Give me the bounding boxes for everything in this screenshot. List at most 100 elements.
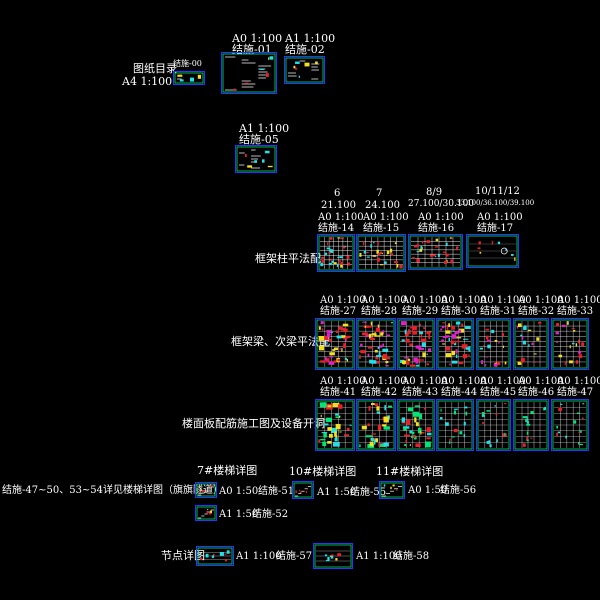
- sheet-44-label: 结施-44: [441, 387, 478, 398]
- row-column-plans-title: 框架柱平法配: [255, 252, 321, 265]
- sheet-43-label: 结施-43: [402, 387, 439, 398]
- sheet-28-thumb[interactable]: [356, 318, 396, 370]
- sheet-52-label: 结施-52: [252, 509, 289, 520]
- sheet-14-scale: A0 1:100: [318, 212, 364, 223]
- sheet-01-scale: A0 1:100: [232, 32, 283, 45]
- sheet-44-scale: A0 1:100: [441, 376, 487, 387]
- sheet-33-thumb[interactable]: [551, 318, 589, 370]
- sheet-28-scale: A0 1:100: [361, 295, 407, 306]
- sheet-drawing-graphic: [292, 481, 314, 499]
- sheet-drawing-graphic: [466, 234, 519, 268]
- sheet-drawing-graphic: [221, 52, 277, 94]
- sheet-46-scale: A0 1:100: [518, 376, 564, 387]
- sheet-27-thumb[interactable]: [315, 318, 355, 370]
- stair-7-title: 7#楼梯详图: [197, 464, 258, 477]
- sheet-47-label: 结施-47: [557, 387, 594, 398]
- sheet-29-thumb[interactable]: [397, 318, 435, 370]
- sheet-57-thumb[interactable]: [196, 546, 234, 566]
- sheet-41-scale: A0 1:100: [320, 376, 366, 387]
- sheet-27-scale: A0 1:100: [320, 295, 366, 306]
- sheet-drawing-graphic: [476, 318, 511, 370]
- sheet-drawing-graphic: [356, 399, 396, 451]
- sheet-17-scale: A0 1:100: [477, 212, 523, 223]
- index-scale: A4 1:100: [122, 75, 173, 88]
- sheet-51-label: 结施-51: [258, 486, 295, 497]
- sheet-drawing-graphic: [513, 399, 549, 451]
- sheet-15-scale: A0 1:100: [363, 212, 409, 223]
- sheet-56-thumb[interactable]: [379, 481, 405, 499]
- sheet-52-thumb[interactable]: [195, 505, 217, 521]
- sheet-drawing-graphic: [284, 56, 325, 84]
- header-floor-10-12: 10/11/12: [475, 186, 520, 197]
- sheet-45-scale: A0 1:100: [480, 376, 526, 387]
- sheet-47-scale: A0 1:100: [557, 376, 600, 387]
- sheet-drawing-graphic: [356, 234, 406, 272]
- sheet-28-label: 结施-28: [361, 306, 398, 317]
- header-elev-7: 24.100: [365, 200, 400, 211]
- sheet-02-scale: A1 1:100: [285, 32, 336, 45]
- sheet-57-scale: A1 1:100: [236, 551, 282, 562]
- sheet-32-thumb[interactable]: [513, 318, 549, 370]
- sheet-drawing-graphic: [379, 481, 405, 499]
- sheet-31-thumb[interactable]: [476, 318, 511, 370]
- sheet-drawing-graphic: [315, 399, 355, 451]
- sheet-00-thumb[interactable]: [173, 71, 205, 85]
- sheet-55-thumb[interactable]: [292, 481, 314, 499]
- sheet-01-label: 结施-01: [232, 43, 272, 56]
- sheet-05-scale: A1 1:100: [239, 122, 290, 135]
- sheet-drawing-graphic: [235, 145, 277, 173]
- sheet-drawing-graphic: [196, 546, 234, 566]
- sheet-drawing-graphic: [476, 399, 511, 451]
- sheet-30-thumb[interactable]: [436, 318, 474, 370]
- sheet-drawing-graphic: [436, 399, 474, 451]
- sheet-02-label: 结施-02: [285, 43, 325, 56]
- sheet-17-thumb[interactable]: [466, 234, 519, 268]
- sheet-41-label: 结施-41: [320, 387, 357, 398]
- sheet-15-thumb[interactable]: [356, 234, 406, 272]
- sheet-42-label: 结施-42: [361, 387, 398, 398]
- sheet-42-thumb[interactable]: [356, 399, 396, 451]
- sheet-51-thumb[interactable]: [195, 482, 217, 498]
- sheet-41-thumb[interactable]: [315, 399, 355, 451]
- sheet-47-thumb[interactable]: [551, 399, 589, 451]
- stair-10-title: 10#楼梯详图: [289, 465, 357, 478]
- sheet-14-label: 结施-14: [318, 223, 355, 234]
- sheet-31-label: 结施-31: [480, 306, 517, 317]
- sheet-30-scale: A0 1:100: [441, 295, 487, 306]
- sheet-01-thumb[interactable]: [221, 52, 277, 94]
- sheet-33-label: 结施-33: [557, 306, 594, 317]
- sheet-32-scale: A0 1:100: [518, 295, 564, 306]
- sheet-drawing-graphic: [397, 318, 435, 370]
- sheet-drawing-graphic: [315, 318, 355, 370]
- sheet-58-thumb[interactable]: [313, 543, 353, 569]
- sheet-drawing-graphic: [436, 318, 474, 370]
- sheet-44-thumb[interactable]: [436, 399, 474, 451]
- sheet-05-thumb[interactable]: [235, 145, 277, 173]
- sheet-drawing-graphic: [356, 318, 396, 370]
- sheet-16-scale: A0 1:100: [418, 212, 464, 223]
- header-elev-6: 21.100: [321, 200, 356, 211]
- header-floor-7: 7: [376, 188, 383, 199]
- header-elev-8-9: 27.100/30.100: [408, 199, 475, 209]
- row-slab-plans-title: 楼面板配筋施工图及设备开洞: [182, 417, 325, 430]
- sheet-16-thumb[interactable]: [408, 234, 463, 270]
- sheet-58-scale: A1 1:100: [356, 551, 402, 562]
- sheet-42-scale: A0 1:100: [361, 376, 407, 387]
- sheet-31-scale: A0 1:100: [480, 295, 526, 306]
- sheet-drawing-graphic: [195, 482, 217, 498]
- sheet-30-label: 结施-30: [441, 306, 478, 317]
- sheet-43-scale: A0 1:100: [402, 376, 448, 387]
- sheet-drawing-graphic: [397, 399, 435, 451]
- sheet-02-thumb[interactable]: [284, 56, 325, 84]
- sheet-drawing-graphic: [551, 399, 589, 451]
- sheet-14-thumb[interactable]: [317, 234, 355, 272]
- sheet-45-thumb[interactable]: [476, 399, 511, 451]
- sheet-56-scale: A0 1:50: [408, 485, 448, 496]
- sheet-46-thumb[interactable]: [513, 399, 549, 451]
- sheet-57-label: 结施-57: [276, 551, 313, 562]
- sheet-drawing-graphic: [513, 318, 549, 370]
- stairs-note: 结施-47~50、53~54详见楼梯详图（旗旗隧道）: [2, 485, 224, 496]
- index-label: 图纸目录: [133, 62, 177, 75]
- sheet-43-thumb[interactable]: [397, 399, 435, 451]
